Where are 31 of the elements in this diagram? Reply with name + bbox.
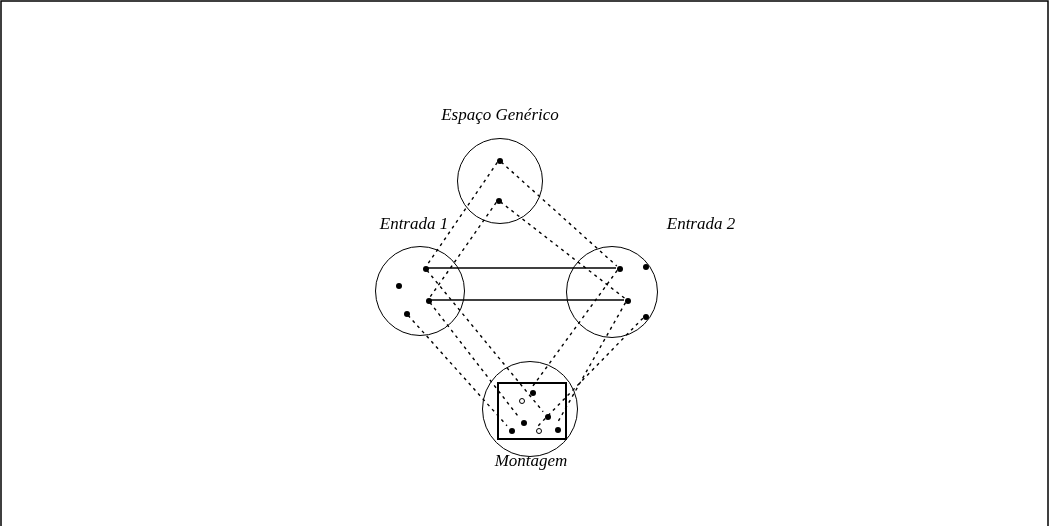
dashed-line: [429, 201, 497, 299]
dot-marker: [496, 198, 502, 204]
dot-marker: [497, 158, 503, 164]
dot-marker: [643, 314, 649, 320]
dot-marker: [509, 428, 515, 434]
dashed-line: [537, 317, 644, 427]
dot-marker: [426, 298, 432, 304]
dot-marker: [555, 427, 561, 433]
dashed-line: [426, 269, 544, 413]
dashed-line: [500, 161, 618, 267]
dot-marker: [423, 266, 429, 272]
connector-line: [430, 299, 625, 301]
dot-marker: [530, 390, 536, 396]
hollow-dot: [519, 398, 525, 404]
blend-frame: [497, 382, 567, 440]
dot-marker: [521, 420, 527, 426]
space-title: Entrada 2: [666, 214, 736, 234]
dot-marker: [396, 283, 402, 289]
dot-marker: [625, 298, 631, 304]
dot-marker: [545, 414, 551, 420]
dot-marker: [643, 264, 649, 270]
hollow-dot: [536, 428, 542, 434]
space-title: Espaço Genérico: [441, 105, 559, 125]
space-title: Montagem: [494, 451, 568, 471]
dashed-line: [531, 269, 618, 389]
space-title: Entrada 1: [379, 214, 449, 234]
dashed-line: [407, 314, 508, 427]
dot-marker: [404, 311, 410, 317]
dashed-line: [499, 201, 626, 299]
dot-marker: [617, 266, 623, 272]
connector-line: [427, 267, 617, 269]
